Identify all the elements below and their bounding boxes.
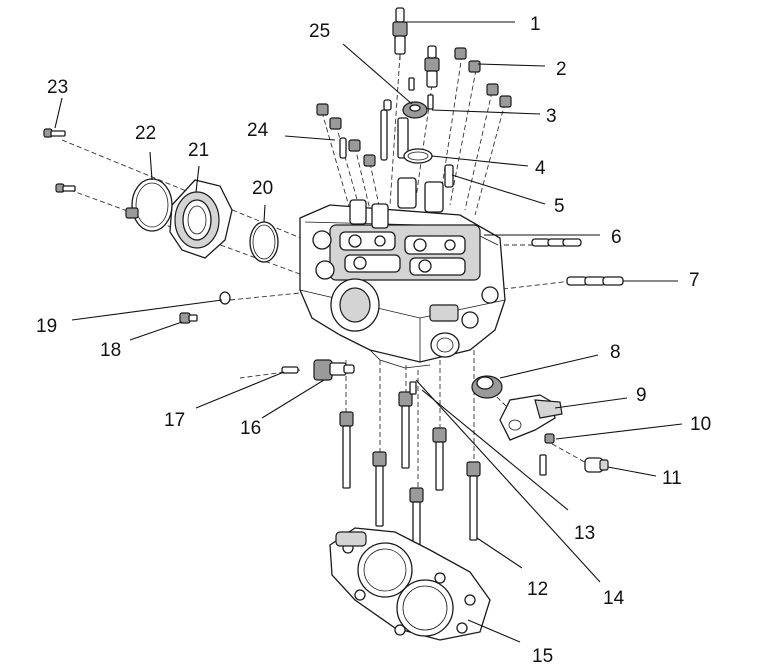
leader-lines <box>54 21 683 643</box>
callout-9: 9 <box>636 385 647 406</box>
dowel-pins <box>380 77 454 188</box>
spark-plug-1 <box>392 7 408 60</box>
callout-13: 13 <box>574 523 595 544</box>
o-ring-20 <box>249 221 279 263</box>
callout-23: 23 <box>47 77 68 98</box>
callout-8: 8 <box>610 342 621 363</box>
callout-15: 15 <box>532 646 553 667</box>
washer-19 <box>219 291 231 305</box>
callout-17: 17 <box>164 410 185 431</box>
bolt-10 <box>539 433 555 476</box>
rocker-shafts-6 <box>531 238 582 247</box>
seal-washer-25 <box>402 101 428 119</box>
callout-labels: 1 2 3 4 5 6 7 8 9 10 11 12 13 14 15 16 1… <box>36 14 711 667</box>
valve-caps-left <box>316 103 376 167</box>
callout-5: 5 <box>554 196 565 217</box>
callout-19: 19 <box>36 316 57 337</box>
hose-clamp-22 <box>125 178 173 232</box>
callout-12: 12 <box>527 579 548 600</box>
callout-6: 6 <box>611 227 622 248</box>
head-bolts <box>339 381 481 571</box>
head-gasket-15 <box>329 527 491 641</box>
callout-25: 25 <box>309 21 330 42</box>
thermostat-8 <box>471 375 503 399</box>
cylinder-head <box>299 177 506 369</box>
callout-4: 4 <box>535 158 546 179</box>
callout-16: 16 <box>240 418 261 439</box>
fitting-11 <box>584 457 609 473</box>
callout-22: 22 <box>135 123 156 144</box>
rocker-shafts-7 <box>566 276 624 286</box>
callout-14: 14 <box>603 588 625 609</box>
callout-2: 2 <box>556 59 567 80</box>
callout-3: 3 <box>546 106 557 127</box>
callout-21: 21 <box>188 140 209 161</box>
stud-17 <box>281 366 299 374</box>
temp-sensor-16 <box>313 359 355 381</box>
intake-boot-21 <box>169 179 233 259</box>
thermostat-housing-9 <box>499 394 563 441</box>
callout-7: 7 <box>689 270 700 291</box>
callout-10: 10 <box>690 414 711 435</box>
spark-plug-2 <box>424 45 440 88</box>
callout-18: 18 <box>100 340 121 361</box>
screws-23 <box>43 128 76 193</box>
callout-20: 20 <box>252 178 273 199</box>
callout-1: 1 <box>530 14 541 35</box>
o-ring-4 <box>403 148 433 164</box>
callout-11: 11 <box>662 468 682 489</box>
bolt-18 <box>179 312 198 324</box>
callout-24: 24 <box>247 120 269 141</box>
valve-caps-right <box>454 47 512 108</box>
